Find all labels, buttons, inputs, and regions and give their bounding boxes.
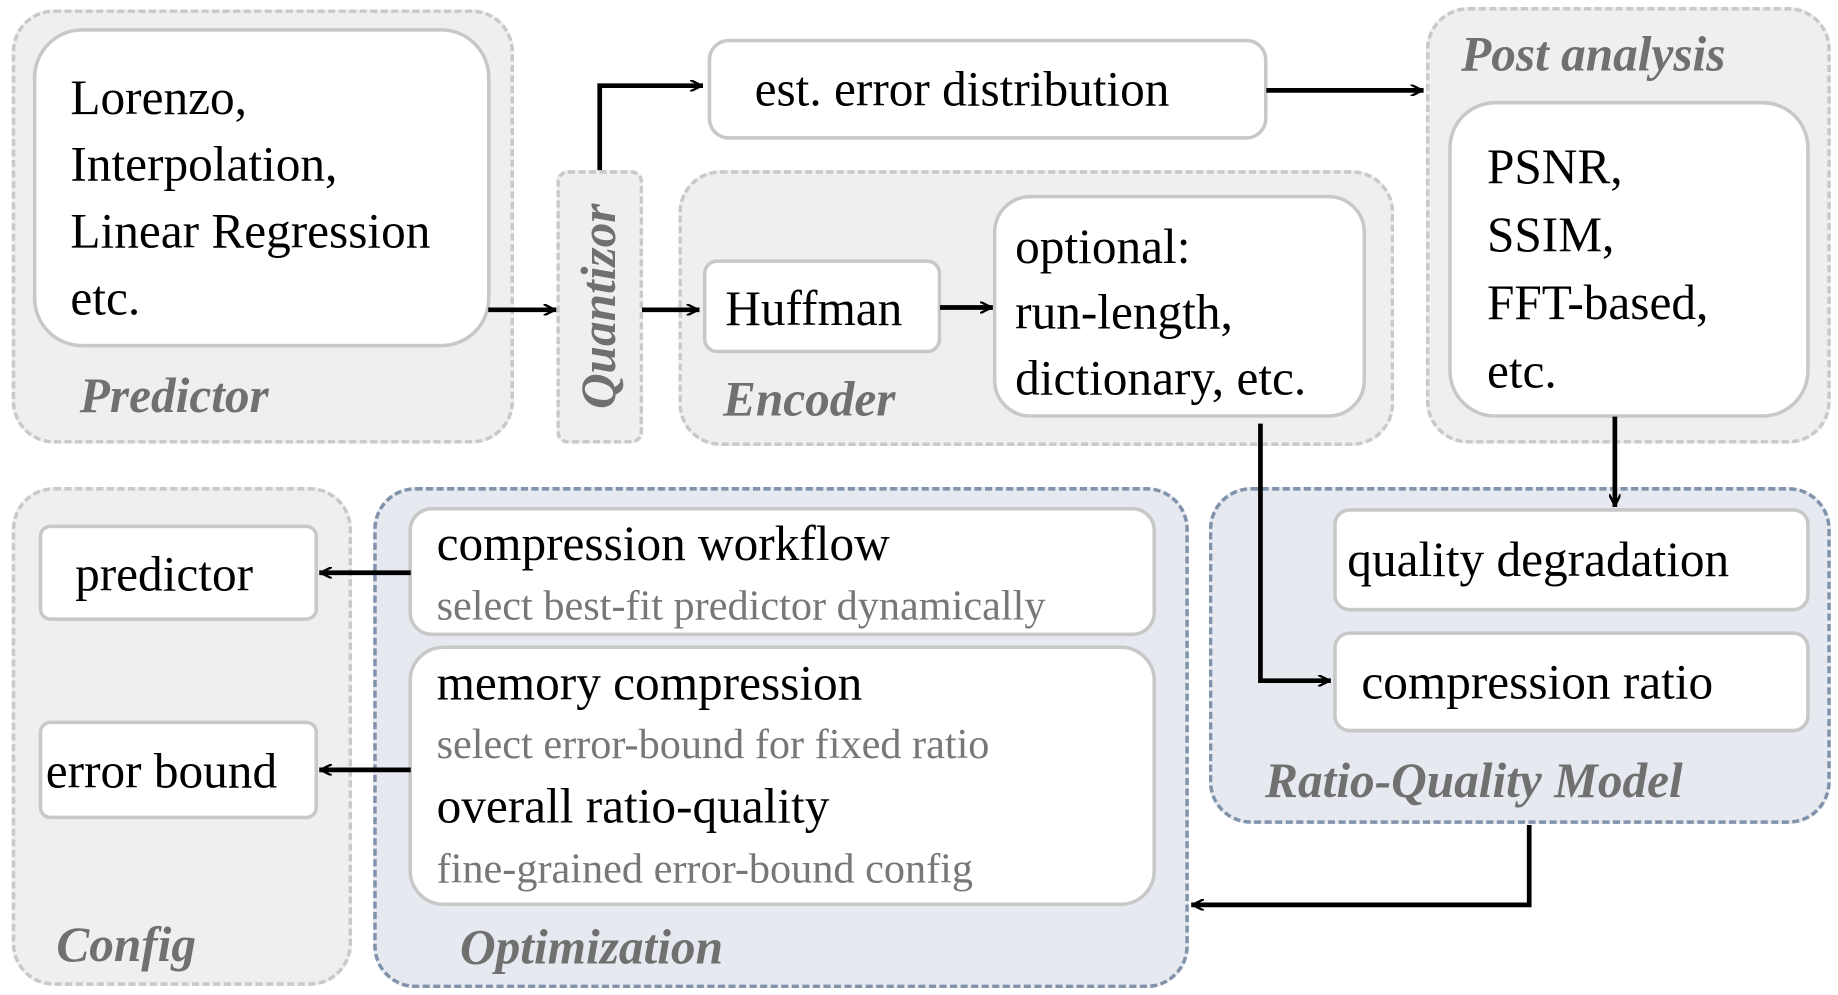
predictor-methods-box [32, 28, 491, 348]
predictor-method-lorenzo: Lorenzo, [70, 71, 247, 126]
config-error-bound-text: error bound [45, 745, 278, 800]
predictor-method-interpolation: Interpolation, [70, 138, 338, 193]
predictor-method-linear-regression: Linear Regression [70, 205, 431, 260]
memory-compression-subtitle: select error-bound for fixed ratio [436, 720, 990, 768]
optional-encoder-run-length: run-length, [1015, 286, 1233, 341]
optional-encoder-box [992, 194, 1367, 418]
config-group-label: Config [56, 918, 197, 973]
huffman-text: Huffman [725, 282, 903, 337]
metric-fft-based: FFT-based, [1486, 276, 1709, 331]
quantizor-group [556, 170, 644, 444]
ratio-quality-model-label: Ratio-Quality Model [1265, 754, 1683, 809]
metric-psnr: PSNR, [1486, 140, 1623, 195]
predictor-method-etc: etc. [70, 272, 141, 327]
optional-encoder-dictionary: dictionary, etc. [1015, 352, 1307, 407]
encoder-group-label: Encoder [722, 373, 896, 428]
config-predictor-text: predictor [75, 548, 254, 603]
huffman-box [702, 259, 942, 354]
config-error-bound-box [38, 720, 319, 820]
post-analysis-label: Post analysis [1461, 28, 1726, 83]
optimization-group-label: Optimization [460, 921, 724, 976]
overall-ratio-quality-subtitle: fine-grained error-bound config [436, 844, 974, 892]
metric-ssim: SSIM, [1486, 208, 1615, 263]
compression-ratio-text: compression ratio [1361, 656, 1714, 711]
error-distribution-text: est. error distribution [754, 63, 1170, 118]
memory-compression-title: memory compression [436, 657, 863, 712]
config-predictor-box [38, 524, 319, 621]
overall-ratio-quality-title: overall ratio-quality [436, 780, 830, 835]
workflow-title: compression workflow [436, 517, 890, 572]
compression-ratio-box [1333, 631, 1810, 733]
memory-overall-box [408, 645, 1156, 907]
quality-degradation-box [1333, 508, 1810, 612]
error-distribution-box [707, 38, 1268, 140]
arrow-model-to-optimization [1191, 825, 1532, 904]
arrow-quantizor-to-error-distribution [597, 86, 703, 171]
post-analysis-metrics-box [1448, 100, 1810, 418]
optional-encoder-heading: optional: [1015, 220, 1191, 275]
predictor-group-label: Predictor [79, 369, 269, 424]
workflow-subtitle: select best-fit predictor dynamically [436, 582, 1046, 630]
quality-degradation-text: quality degradation [1347, 533, 1730, 588]
metric-etc: etc. [1486, 345, 1557, 400]
arrow-encoder-to-compression-ratio [1258, 423, 1331, 681]
workflow-box [408, 506, 1156, 637]
